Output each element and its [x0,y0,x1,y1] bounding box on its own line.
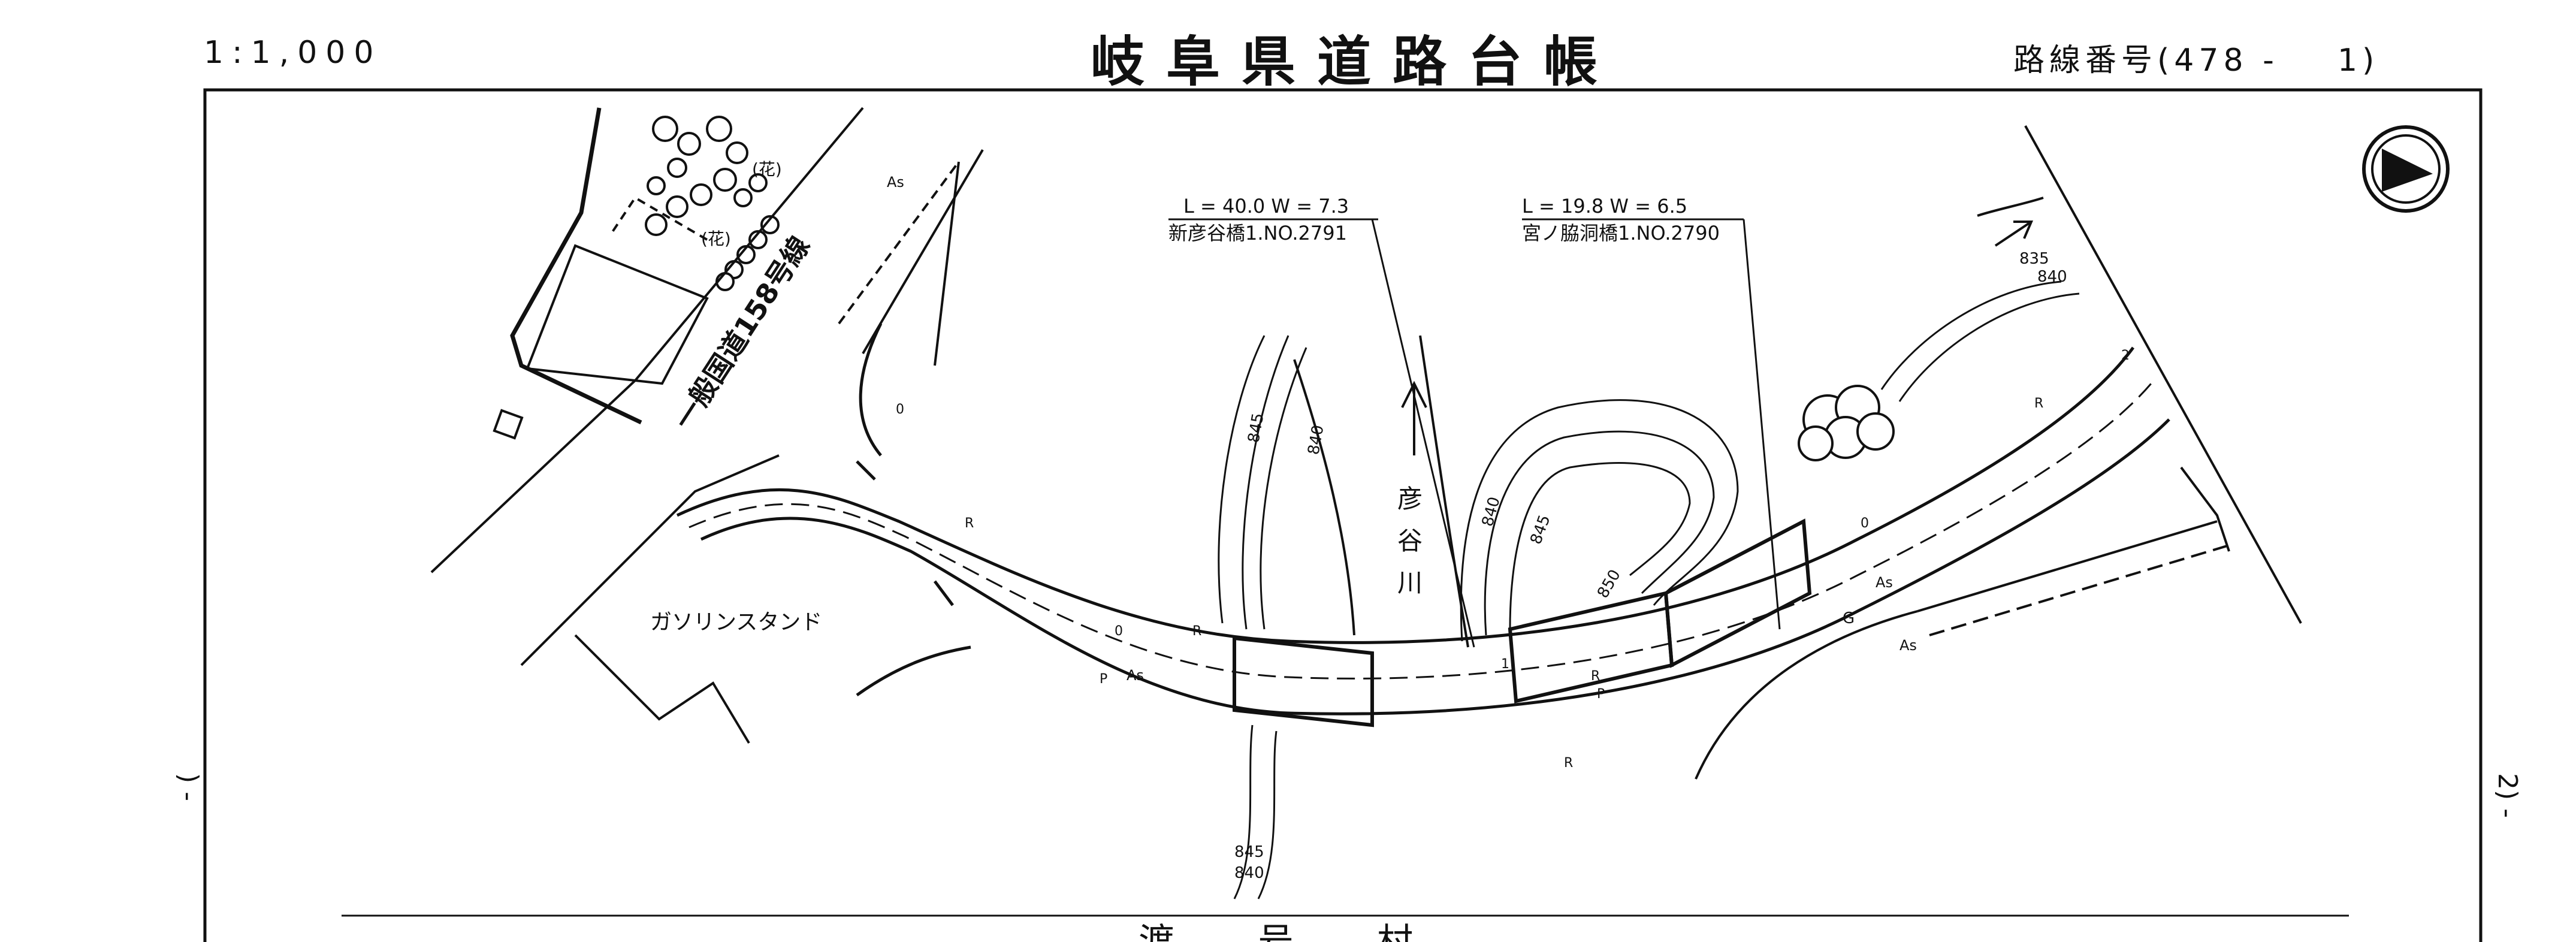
footer-text: 渡 号 村 [1138,921,1449,942]
contour-label: 845 [1245,412,1267,444]
flower-shrubs [645,116,780,291]
line-mark: G [1843,609,1855,627]
small-mark: 0 [1115,624,1123,639]
contour-label: 845 [1527,512,1554,547]
building-block [493,107,709,440]
flower-label-2: (花) [701,229,731,249]
contour-label: 835 [2019,250,2049,268]
line-mark: P [1100,672,1107,687]
north-arrow-icon [2362,125,2450,213]
contour-label: 850 [1594,567,1624,602]
line-mark: R [2034,396,2043,411]
river-label: 彦谷川 [1394,485,1423,611]
surface-as-1: As [887,174,904,191]
contour-label: 840 [1479,495,1504,529]
margin-right-mark: 2) - [2492,773,2523,818]
gas-station-label: ガソリンスタンド [650,610,822,635]
contour-label: 840 [1234,864,1264,882]
contour-label: 845 [1234,843,1264,861]
contour-label: 840 [1304,424,1327,456]
route-478-road [676,322,2170,715]
small-mark: 0 [1861,516,1869,531]
surface-as-2: As [1127,667,1144,684]
small-mark: 1 [1501,657,1509,672]
bridge-label-1: L = 40.0 W = 7.3 新彦谷橋1.NO.2791 [1168,195,1475,648]
bridge-1-name: 新彦谷橋1.NO.2791 [1168,222,1347,244]
flow-arrow-icon [1994,221,2034,247]
gas-station-outline [574,634,750,744]
bridge-label-2: L = 19.8 W = 6.5 宮ノ脇洞橋1.NO.2790 [1522,195,1781,630]
line-mark: R [1564,756,1573,771]
route-number: 路線番号(478 - 1) [2013,43,2379,78]
national-road-158 [430,107,984,666]
hikotani-river [1293,335,1469,648]
margin-left-mark: ) - [173,773,204,801]
sheet-title: 岐阜県道路台帳 [1091,31,1619,93]
bridge-2-name: 宮ノ脇洞橋1.NO.2790 [1522,222,1720,244]
map-frame [203,88,2483,942]
bridge-1-dims: L = 40.0 W = 7.3 [1183,195,1349,218]
terrain-contours [1218,280,2080,899]
line-mark: R [1591,669,1600,684]
surface-as-3: As [1876,574,1893,591]
contour-label: 840 [2037,268,2067,286]
scale-label: 1:1,000 [204,35,382,71]
flower-label-1: (花) [752,159,782,179]
tree-cluster [1798,385,1895,461]
surface-as-4: As [1899,637,1917,654]
line-mark: P [1597,687,1605,702]
bridge-2-dims: L = 19.8 W = 6.5 [1522,195,1687,218]
small-mark: 0 [896,402,904,417]
line-mark: R [965,516,974,531]
bridge-miyanowaki [1508,518,1812,704]
small-mark: 2 [2121,348,2130,363]
bridge-shin-hikotani [1233,636,1374,727]
line-mark: R [1192,624,1201,639]
contour-labels: 845 840 840 845 845 840 850 835 840 [1234,250,2067,882]
right-area-lines [1695,125,2302,780]
